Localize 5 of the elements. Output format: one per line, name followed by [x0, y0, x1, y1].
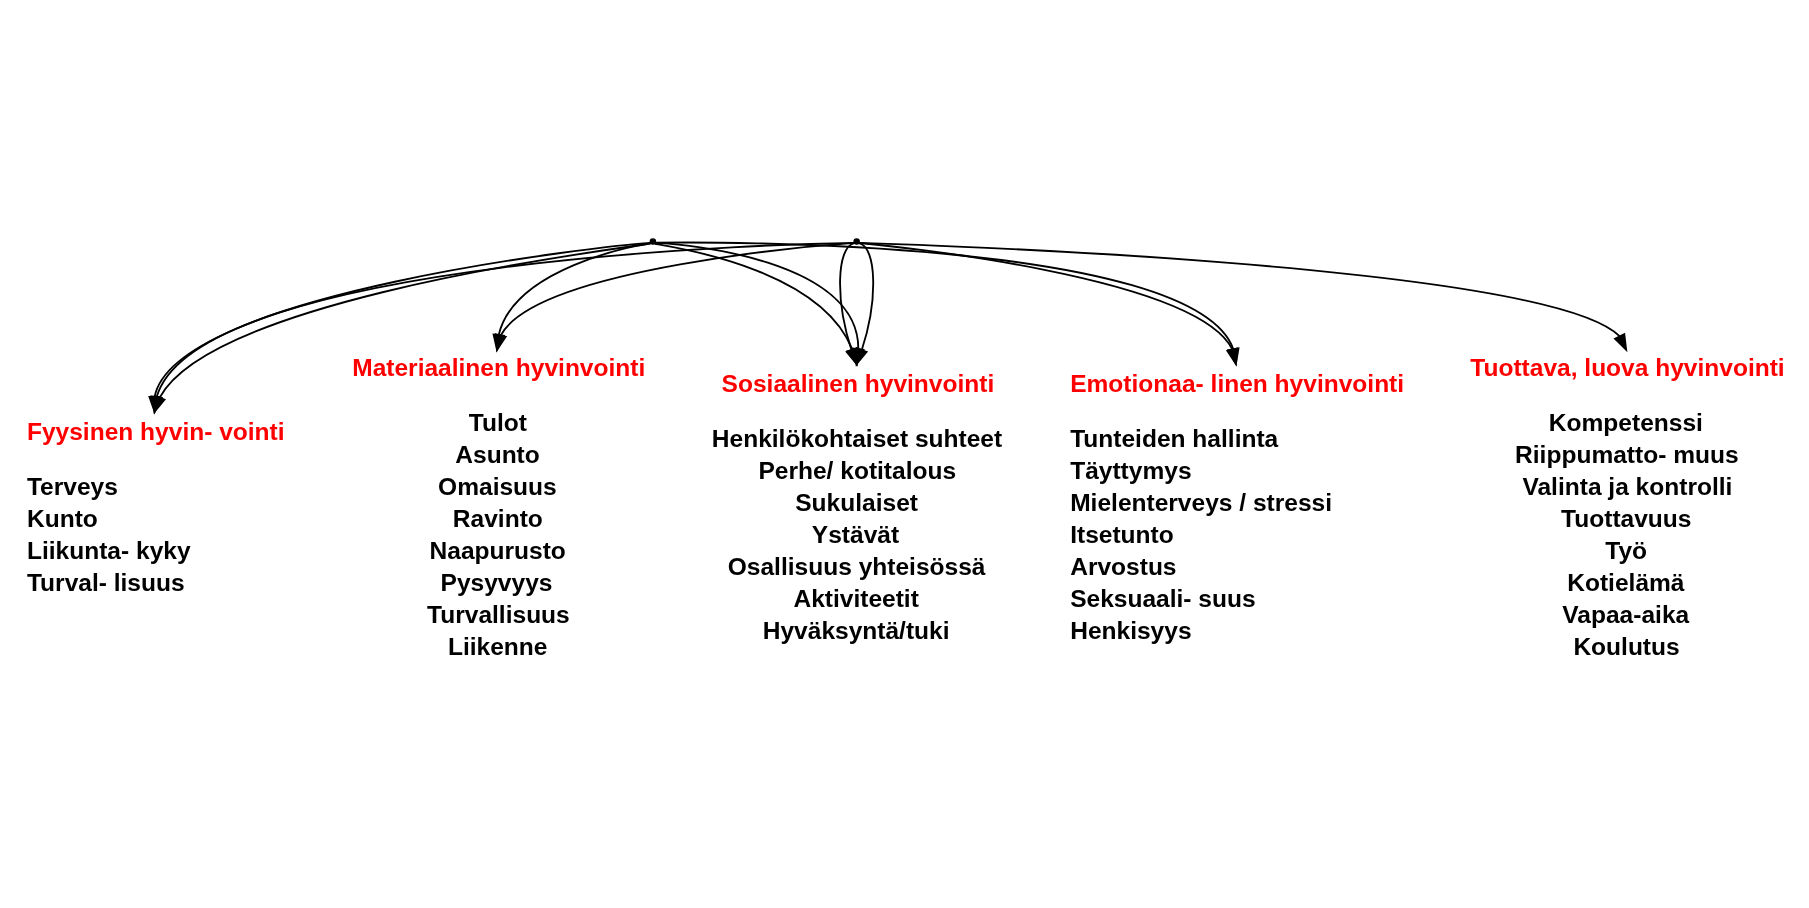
- node-text: Emotionaa- linen hyvinvointi Tunteiden hallinta Täyttymys Mielenterveys / stressi Itsetunto Arvostus Seksuaali- suus Henkisyys: [1070, 369, 1405, 644]
- node-text: Materiaalinen hyvinvointi Tulot Asunto Omaisuus Ravinto Naapurusto Pysyvyys Turvallisuus Liikenne: [352, 353, 646, 660]
- node-text: Tuottava, luova hyvinvointi Kompetenssi Riippumatto- muus Valinta ja kontrolli Tuottavuus Työ Kotielämä Vapaa-aika Koulutus: [1470, 353, 1785, 660]
- node-text: Fyysinen hyvin- vointi Terveys Kunto Liikunta- kyky Turval- lisuus: [26, 417, 285, 596]
- node-text: Sosiaalinen hyvinvointi Henkilökohtaiset suhteet Perhe/ kotitalous Sukulaiset Ystävät Osallisuus yhteisössä Aktiviteetit Hyväksyntä/tuki: [711, 369, 1003, 644]
